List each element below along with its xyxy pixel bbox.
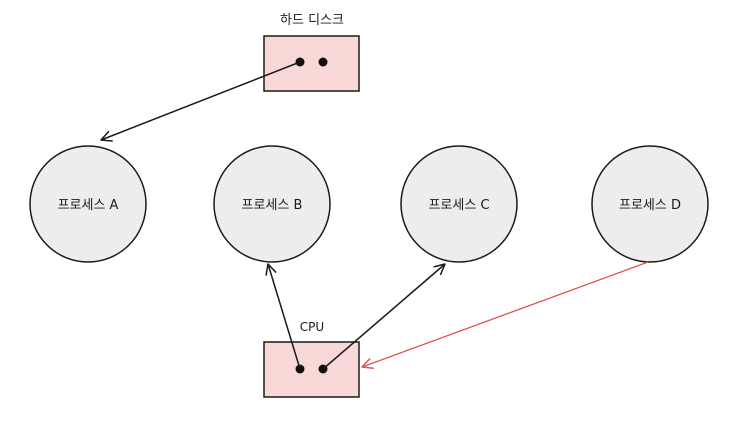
process-b-circle: [213, 145, 331, 263]
process-c-node: 프로세스 C: [400, 145, 518, 263]
process-a-node: 프로세스 A: [29, 145, 147, 263]
cpu-node: CPU: [263, 320, 360, 398]
hard-disk-slot-2: [318, 57, 328, 67]
cpu-label: CPU: [300, 320, 324, 334]
process-c-label: 프로세스 C: [428, 198, 489, 213]
process-c-circle: [400, 145, 518, 263]
process-d-label: 프로세스 D: [619, 198, 681, 213]
process-a-label: 프로세스 A: [58, 198, 119, 213]
process-d-circle: [591, 145, 709, 263]
hard-disk-node: 하드 디스크: [263, 13, 360, 92]
arrow-disk-to-process-a: [100, 61, 301, 142]
arrow-cpu-to-process-b: [265, 263, 301, 370]
hard-disk-box: [263, 35, 360, 92]
process-b-label: 프로세스 B: [242, 198, 303, 213]
process-a-circle: [29, 145, 147, 263]
arrow-process-d-to-cpu: [361, 261, 649, 369]
arrow-cpu-to-process-c: [322, 263, 446, 370]
hard-disk-label: 하드 디스크: [280, 13, 344, 28]
process-d-node: 프로세스 D: [591, 145, 709, 263]
process-b-node: 프로세스 B: [213, 145, 331, 263]
